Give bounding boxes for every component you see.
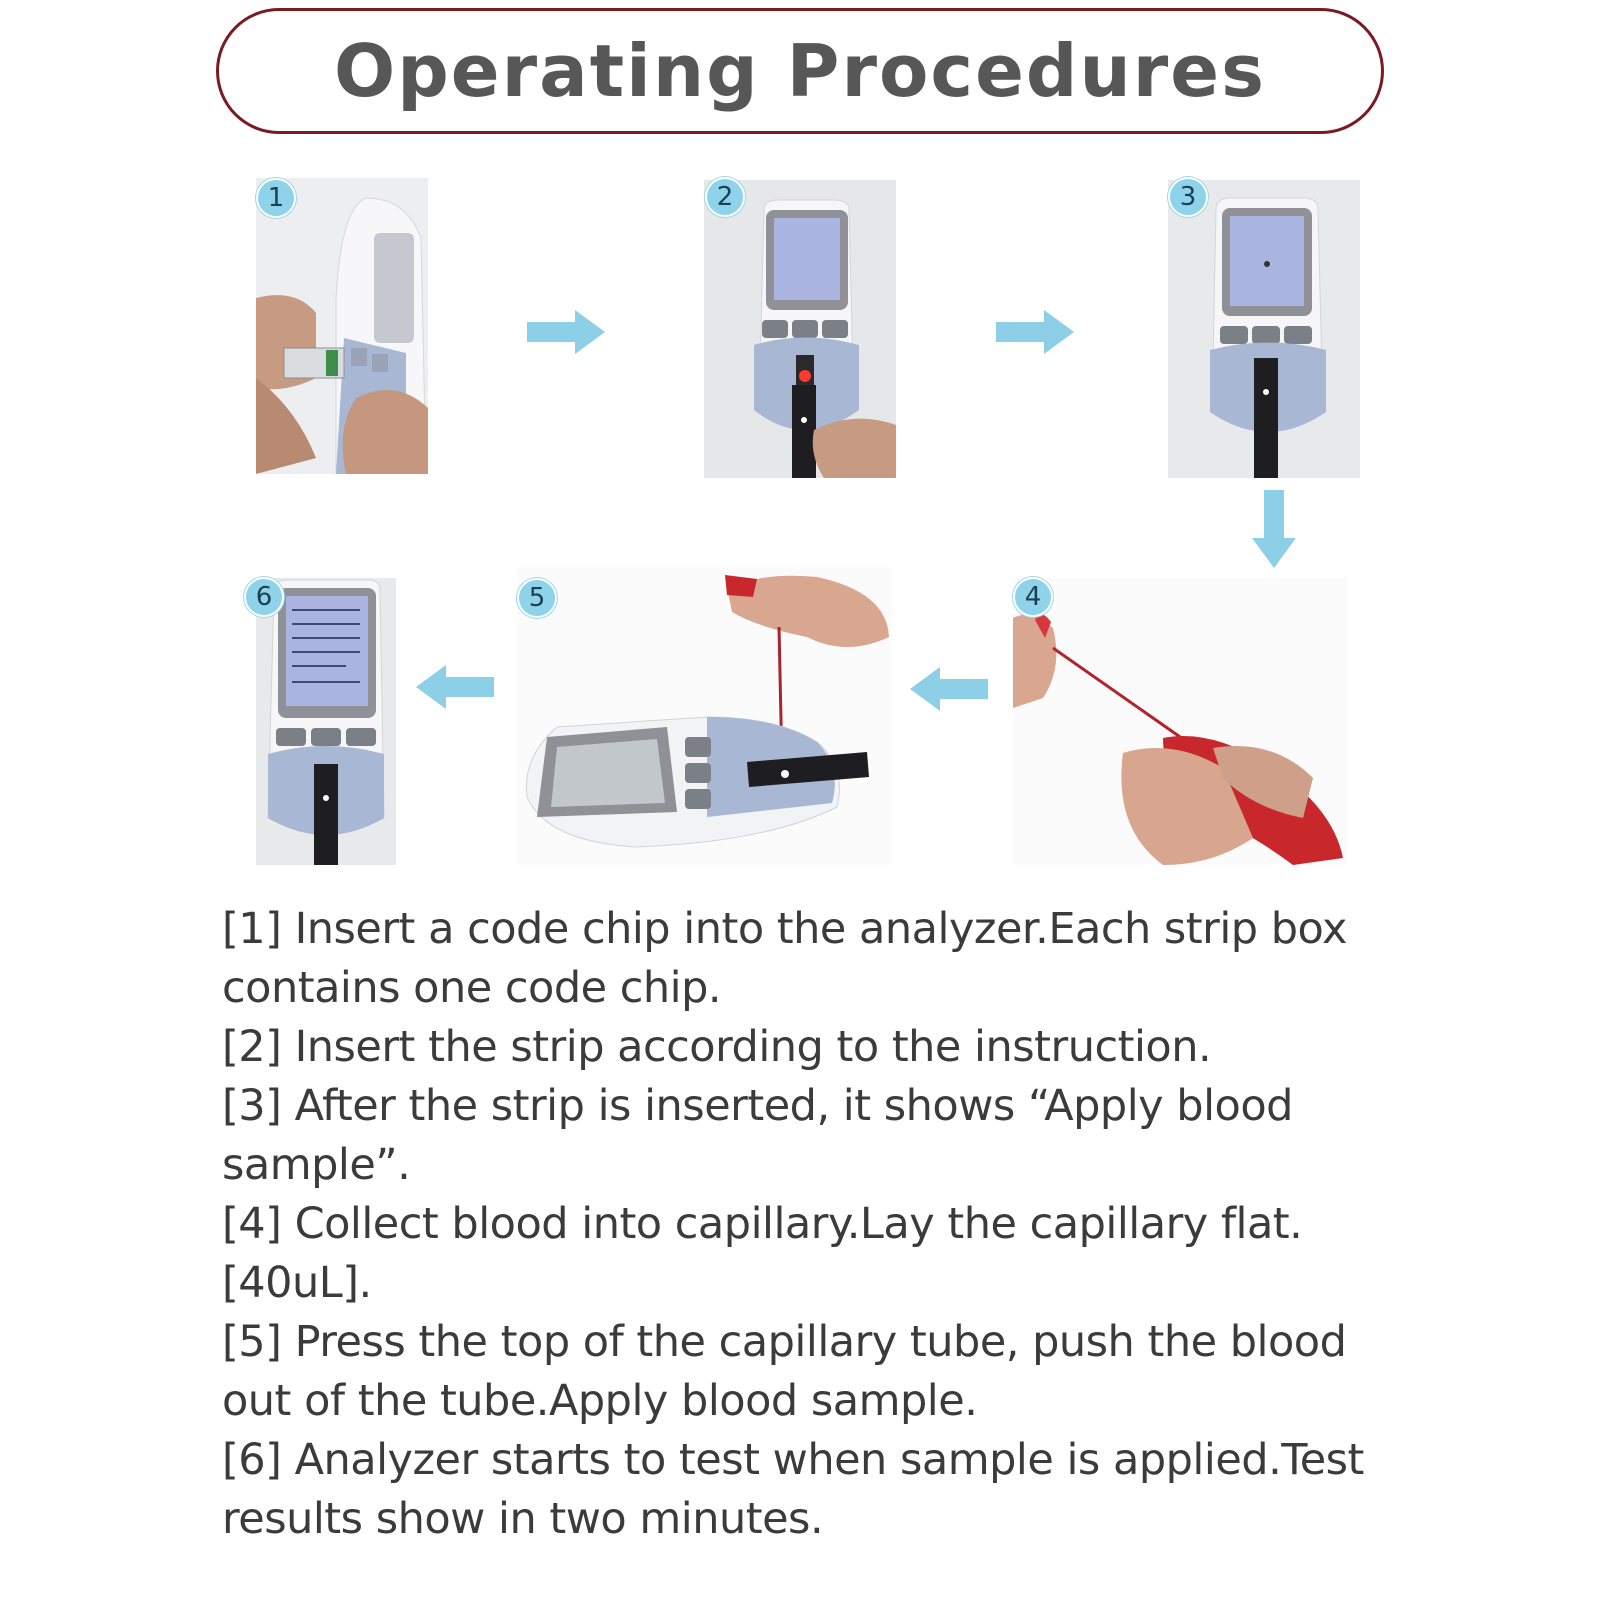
strip-insert-photo (704, 180, 896, 478)
step-text-3: [3] After the strip is inserted, it show… (222, 1081, 1293, 1190)
apply-sample-photo (517, 567, 892, 865)
capillary-blood-photo (1013, 578, 1347, 865)
arrow-left-icon (416, 665, 494, 709)
step-badge-6: 6 (244, 577, 284, 617)
step-text-1: [1] Insert a code chip into the analyzer… (222, 904, 1347, 1013)
strip-inserted-photo (1168, 180, 1360, 478)
arrow-left-icon (910, 667, 988, 711)
code-chip-insert-photo (256, 178, 428, 474)
step-badge-4: 4 (1013, 577, 1053, 617)
step-list: [1] Insert a code chip into the analyzer… (222, 900, 1392, 1549)
step-badge-3: 3 (1168, 177, 1208, 217)
step-badge-1: 1 (256, 178, 296, 218)
step-text-6: [6] Analyzer starts to test when sample … (222, 1435, 1364, 1544)
test-results-photo (256, 578, 396, 865)
step-badge-2: 2 (705, 177, 745, 217)
arrow-right-icon (996, 310, 1074, 354)
arrow-down-icon (1252, 490, 1296, 568)
step-text-4: [4] Collect blood into capillary.Lay the… (222, 1199, 1303, 1308)
title-frame: Operating Procedures (216, 8, 1384, 134)
page-title: Operating Procedures (334, 29, 1266, 113)
arrow-right-icon (527, 310, 605, 354)
step-text-2: [2] Insert the strip according to the in… (222, 1022, 1212, 1072)
step-badge-5: 5 (517, 578, 557, 618)
step-text-5: [5] Press the top of the capillary tube,… (222, 1317, 1347, 1426)
